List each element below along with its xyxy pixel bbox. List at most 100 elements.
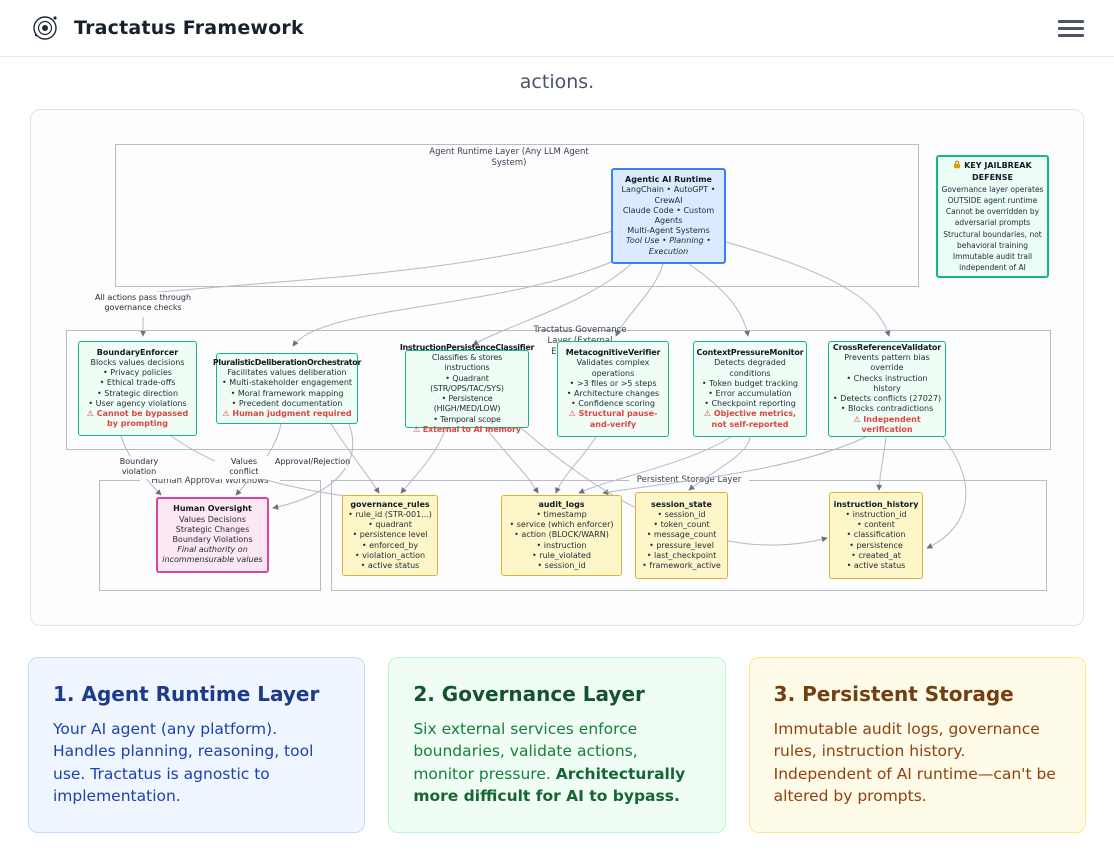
- node-line: Values Decisions: [179, 514, 246, 524]
- node-bullet: • Error accumulation: [708, 389, 792, 398]
- runtime-layer-label: Agent Runtime Layer (Any LLM Agent Syste…: [429, 147, 589, 169]
- card-title: 1. Agent Runtime Layer: [53, 682, 320, 706]
- node-field: • enforced_by: [361, 540, 419, 550]
- node-field: • active status: [360, 561, 420, 571]
- node-bullet: • Blocks contradictions: [840, 404, 934, 414]
- node-field: • rule_id (STR-001...): [348, 509, 432, 519]
- node-field: • token_count: [653, 520, 710, 530]
- layer-summary-cards: 1. Agent Runtime Layer Your AI agent (an…: [0, 657, 1114, 833]
- session-state-store[interactable]: session_state • session_id • token_count…: [635, 492, 728, 579]
- node-title: session_state: [651, 499, 712, 509]
- node-field: • instruction_id: [845, 509, 907, 519]
- node-bullet: • Checks instruction history: [846, 373, 928, 393]
- jailbreak-defense-note[interactable]: KEY JAILBREAK DEFENSE Governance layer o…: [936, 155, 1049, 278]
- node-subtitle: Validates complex operations: [576, 358, 650, 378]
- human-oversight-node[interactable]: Human Oversight Values Decisions Strateg…: [156, 497, 269, 573]
- edge-label-values-conflict: Values conflict: [215, 456, 273, 479]
- node-field: • last_checkpoint: [646, 550, 717, 560]
- node-field: • action (BLOCK/WARN): [514, 530, 609, 540]
- governance-rules-store[interactable]: governance_rules • rule_id (STR-001...) …: [342, 495, 438, 576]
- node-subtitle: Facilitates values deliberation: [227, 368, 347, 378]
- card-body: Immutable audit logs, governance rules, …: [773, 720, 1056, 806]
- node-bullet: • Detects conflicts (27027): [832, 394, 942, 404]
- node-title: CrossReferenceValidator: [832, 342, 942, 352]
- node-line: Cannot be overridden by adversarial prom…: [945, 207, 1040, 228]
- node-line: Governance layer operates OUTSIDE agent …: [941, 184, 1044, 205]
- node-field: • framework_active: [642, 561, 721, 571]
- node-line: Multi-Agent Systems: [627, 226, 710, 236]
- node-line: Boundary Violations: [172, 535, 253, 544]
- node-title: Agentic AI Runtime: [625, 175, 712, 185]
- node-subtitle: Prevents pattern bias override: [844, 353, 930, 373]
- node-field: • service (which enforcer): [509, 520, 614, 530]
- metacognitive-verifier-node[interactable]: MetacognitiveVerifier Validates complex …: [557, 341, 669, 437]
- boundary-enforcer-node[interactable]: BoundaryEnforcer Blocks values decisions…: [78, 341, 197, 436]
- node-bullet: • Privacy policies: [103, 368, 172, 378]
- node-title: Human Oversight: [173, 504, 252, 514]
- node-field: • persistence level: [352, 530, 428, 540]
- node-bullet: • Strategic direction: [96, 388, 179, 398]
- node-title: PluralisticDeliberationOrchestrator: [212, 357, 362, 367]
- orbit-logo-icon: [33, 16, 57, 40]
- pluralistic-deliberation-orchestrator-node[interactable]: PluralisticDeliberationOrchestrator Faci…: [212, 353, 362, 424]
- cross-reference-validator-node[interactable]: CrossReferenceValidator Prevents pattern…: [828, 341, 946, 437]
- node-field: • timestamp: [536, 509, 587, 519]
- agentic-ai-runtime-node[interactable]: Agentic AI Runtime LangChain • AutoGPT •…: [611, 168, 726, 264]
- node-field: • persistence: [849, 540, 903, 550]
- node-warning: ⚠ Independent verification: [853, 414, 921, 434]
- intro-text-fragment: actions.: [519, 71, 595, 93]
- node-bullet: • Moral framework mapping: [230, 388, 344, 398]
- node-field: • pressure_level: [649, 540, 714, 550]
- node-bullet: • Precedent documentation: [231, 398, 343, 408]
- instruction-persistence-classifier-node[interactable]: InstructionPersistenceClassifier Classif…: [400, 343, 535, 434]
- node-bullet: • Architecture changes: [566, 389, 660, 398]
- node-warning: ⚠ Human judgment required: [222, 408, 352, 418]
- node-line: Structural boundaries, not behavioral tr…: [943, 229, 1042, 250]
- node-bullet: • Quadrant (STR/OPS/TAC/SYS): [430, 373, 504, 393]
- node-field: • message_count: [646, 530, 717, 540]
- architecture-diagram: Agent Runtime Layer (Any LLM Agent Syste…: [30, 109, 1084, 626]
- node-subtitle: Blocks values decisions: [90, 357, 185, 367]
- audit-logs-store[interactable]: audit_logs • timestamp • service (which …: [501, 495, 622, 576]
- lock-icon: [954, 160, 961, 168]
- instruction-history-store[interactable]: instruction_history • instruction_id • c…: [829, 492, 923, 579]
- node-bullet: • Confidence scoring: [571, 399, 655, 409]
- runtime-layer-card: 1. Agent Runtime Layer Your AI agent (an…: [28, 657, 366, 833]
- node-bullet: • Multi-stakeholder engagement: [221, 378, 353, 388]
- node-field: • violation_action: [354, 550, 426, 560]
- node-bullet: • Token budget tracking: [701, 378, 799, 388]
- node-field: • quadrant: [368, 520, 412, 530]
- node-field: • session_id: [657, 509, 706, 519]
- node-subtitle: Classifies & stores instructions: [431, 353, 503, 373]
- node-field: • classification: [846, 530, 906, 540]
- node-title: BoundaryEnforcer: [96, 347, 179, 357]
- edge-label-governance-checks: All actions pass through governance chec…: [91, 292, 195, 315]
- node-line: Immutable audit trail independent of AI: [952, 252, 1033, 273]
- node-title: ContextPressureMonitor: [696, 348, 804, 358]
- node-title: instruction_history: [833, 499, 919, 509]
- node-warning: ⚠ Objective metrics, not self-reported: [703, 409, 797, 429]
- node-field: • created_at: [851, 550, 901, 560]
- node-title: InstructionPersistenceClassifier: [399, 342, 535, 352]
- node-bullet: • User agency violations: [88, 398, 187, 408]
- node-bullet: • Ethical trade-offs: [99, 378, 176, 388]
- card-body: Your AI agent (any platform). Handles pl…: [53, 720, 314, 806]
- node-line: Claude Code • Custom Agents: [622, 205, 715, 225]
- node-title: KEY JAILBREAK DEFENSE: [941, 160, 1044, 184]
- hamburger-menu-icon[interactable]: [1058, 16, 1084, 41]
- node-warning: ⚠ Structural pause-and-verify: [568, 409, 658, 429]
- storage-layer-label: Persistent Storage Layer: [629, 475, 749, 487]
- node-title: MetacognitiveVerifier: [565, 348, 661, 358]
- node-line: LangChain • AutoGPT • CrewAI: [621, 185, 716, 205]
- node-field: • active status: [846, 561, 906, 571]
- node-bullet: • Persistence (HIGH/MED/LOW): [433, 394, 501, 414]
- node-warning: ⚠ External to AI memory: [413, 424, 521, 434]
- governance-layer-card: 2. Governance Layer Six external service…: [388, 657, 726, 833]
- top-navigation-bar: Tractatus Framework: [0, 0, 1114, 57]
- card-body: Six external services enforce boundaries…: [413, 720, 686, 806]
- context-pressure-monitor-node[interactable]: ContextPressureMonitor Detects degraded …: [693, 341, 807, 437]
- node-line: Tool Use • Planning • Execution: [626, 236, 711, 256]
- card-title: 2. Governance Layer: [413, 682, 645, 706]
- node-bullet: • Checkpoint reporting: [704, 399, 796, 409]
- page-title: Tractatus Framework: [74, 17, 304, 39]
